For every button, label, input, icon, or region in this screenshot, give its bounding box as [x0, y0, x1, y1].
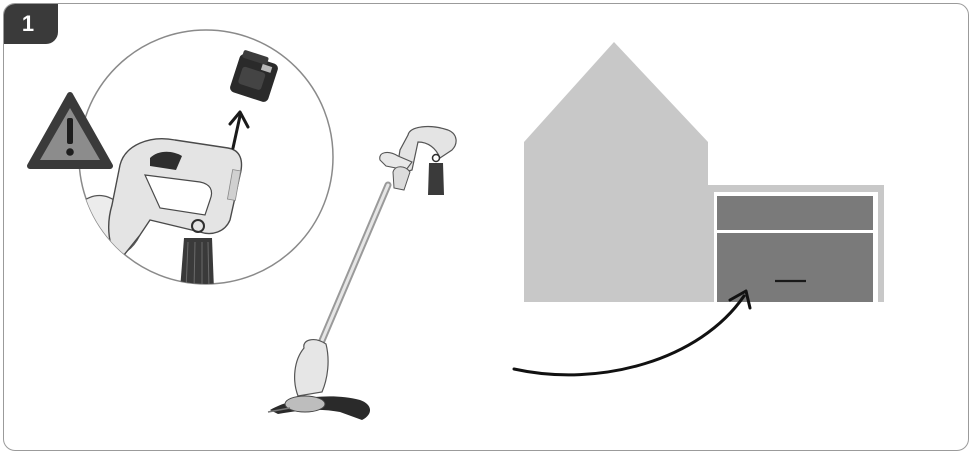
- storage-curved-arrow: [514, 291, 750, 375]
- house-with-garage: [524, 42, 884, 302]
- house-shape: [524, 42, 708, 302]
- garage-door-top-panel: [717, 196, 873, 230]
- garage-door-bottom-panel: [717, 233, 873, 302]
- zoom-detail-circle: [78, 30, 333, 290]
